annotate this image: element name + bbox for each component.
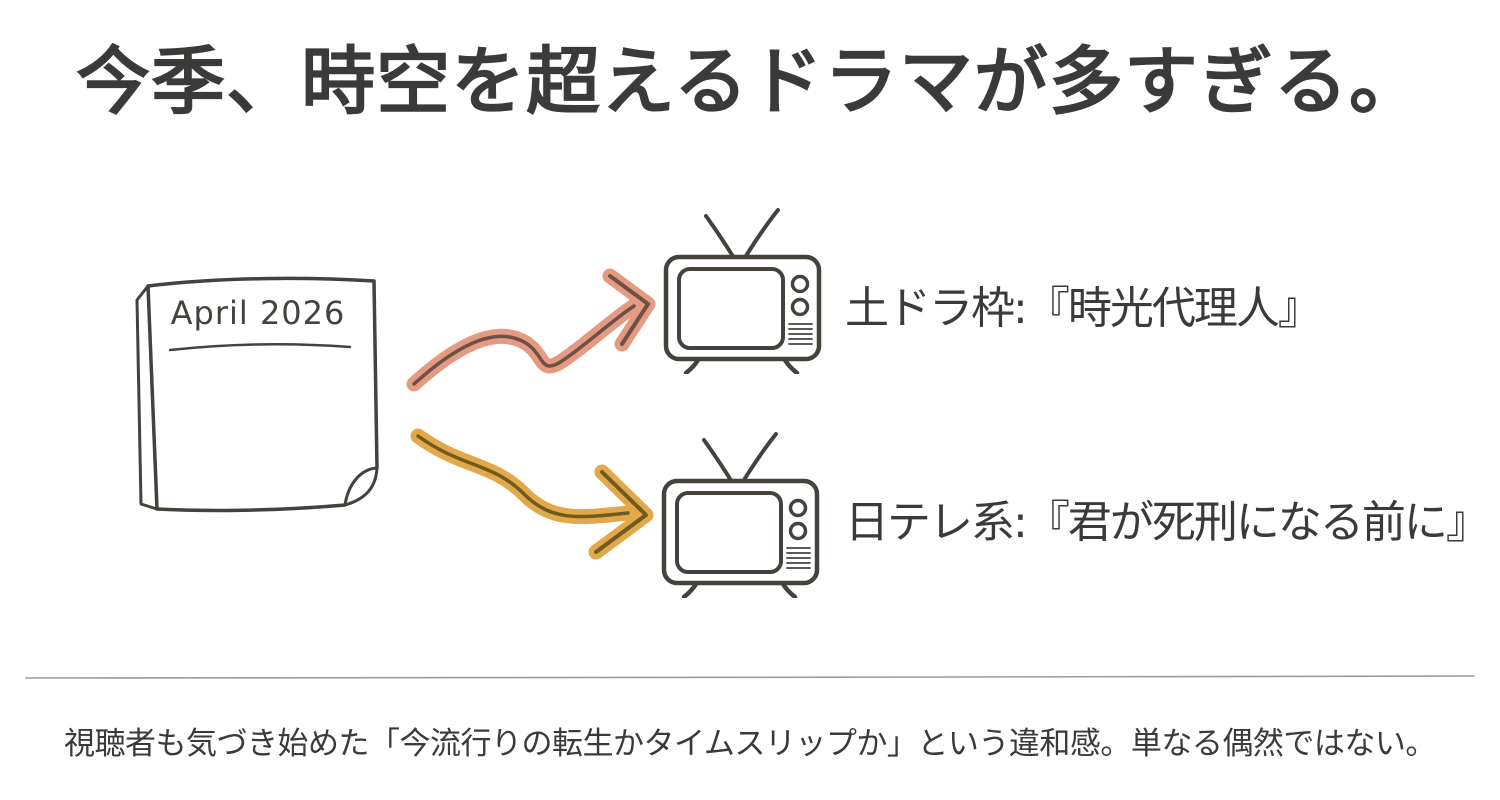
tv-leg-right bbox=[780, 581, 798, 598]
arrow-shaft-core bbox=[416, 434, 630, 519]
tv-leg-left bbox=[681, 581, 699, 598]
tv-icon bbox=[663, 208, 822, 374]
page-title: 今季、時空を超えるドラマが多すぎる。 bbox=[76, 39, 1424, 125]
divider-line bbox=[25, 675, 1475, 679]
arrow-shaft-outer bbox=[406, 298, 642, 392]
tv-leg-right bbox=[782, 357, 800, 374]
wavy-arrow-icon bbox=[410, 428, 654, 560]
note-paper-drawing bbox=[135, 276, 379, 513]
note-paper-icon: April 2026 bbox=[124, 254, 392, 522]
tv-speaker-grille bbox=[788, 323, 813, 345]
arrow-head-core bbox=[594, 470, 648, 554]
tv-knob-bottom bbox=[790, 297, 810, 317]
tv-screen bbox=[675, 491, 783, 574]
branch-label-nittele: 日テレ系:『君が死刑になる前に』 bbox=[845, 497, 1490, 548]
branch-label-doradora: 土ドラ枠:『時光代理人』 bbox=[845, 283, 1322, 334]
footer-caption: 視聴者も気づき始めた「今流行りの転生かタイムスリップか」という違和感。単なる偶然… bbox=[64, 726, 1436, 762]
wavy-arrow-icon bbox=[406, 268, 656, 392]
note-corner-curl bbox=[343, 466, 379, 507]
note-pad-edge bbox=[135, 284, 159, 511]
note-underline bbox=[168, 343, 352, 352]
tv-knob-top bbox=[788, 498, 808, 518]
arrow-shaft-core bbox=[412, 304, 636, 386]
tv-icon bbox=[661, 432, 820, 598]
tv-speaker-grille bbox=[786, 547, 811, 569]
tv-knob-bottom bbox=[788, 521, 808, 541]
tv-leg-left bbox=[683, 357, 701, 374]
arrow-head-core bbox=[608, 274, 650, 346]
tv-screen bbox=[677, 267, 785, 350]
note-date-label: April 2026 bbox=[170, 294, 346, 332]
note-sheet bbox=[146, 276, 379, 513]
tv-knob-top bbox=[790, 274, 810, 294]
